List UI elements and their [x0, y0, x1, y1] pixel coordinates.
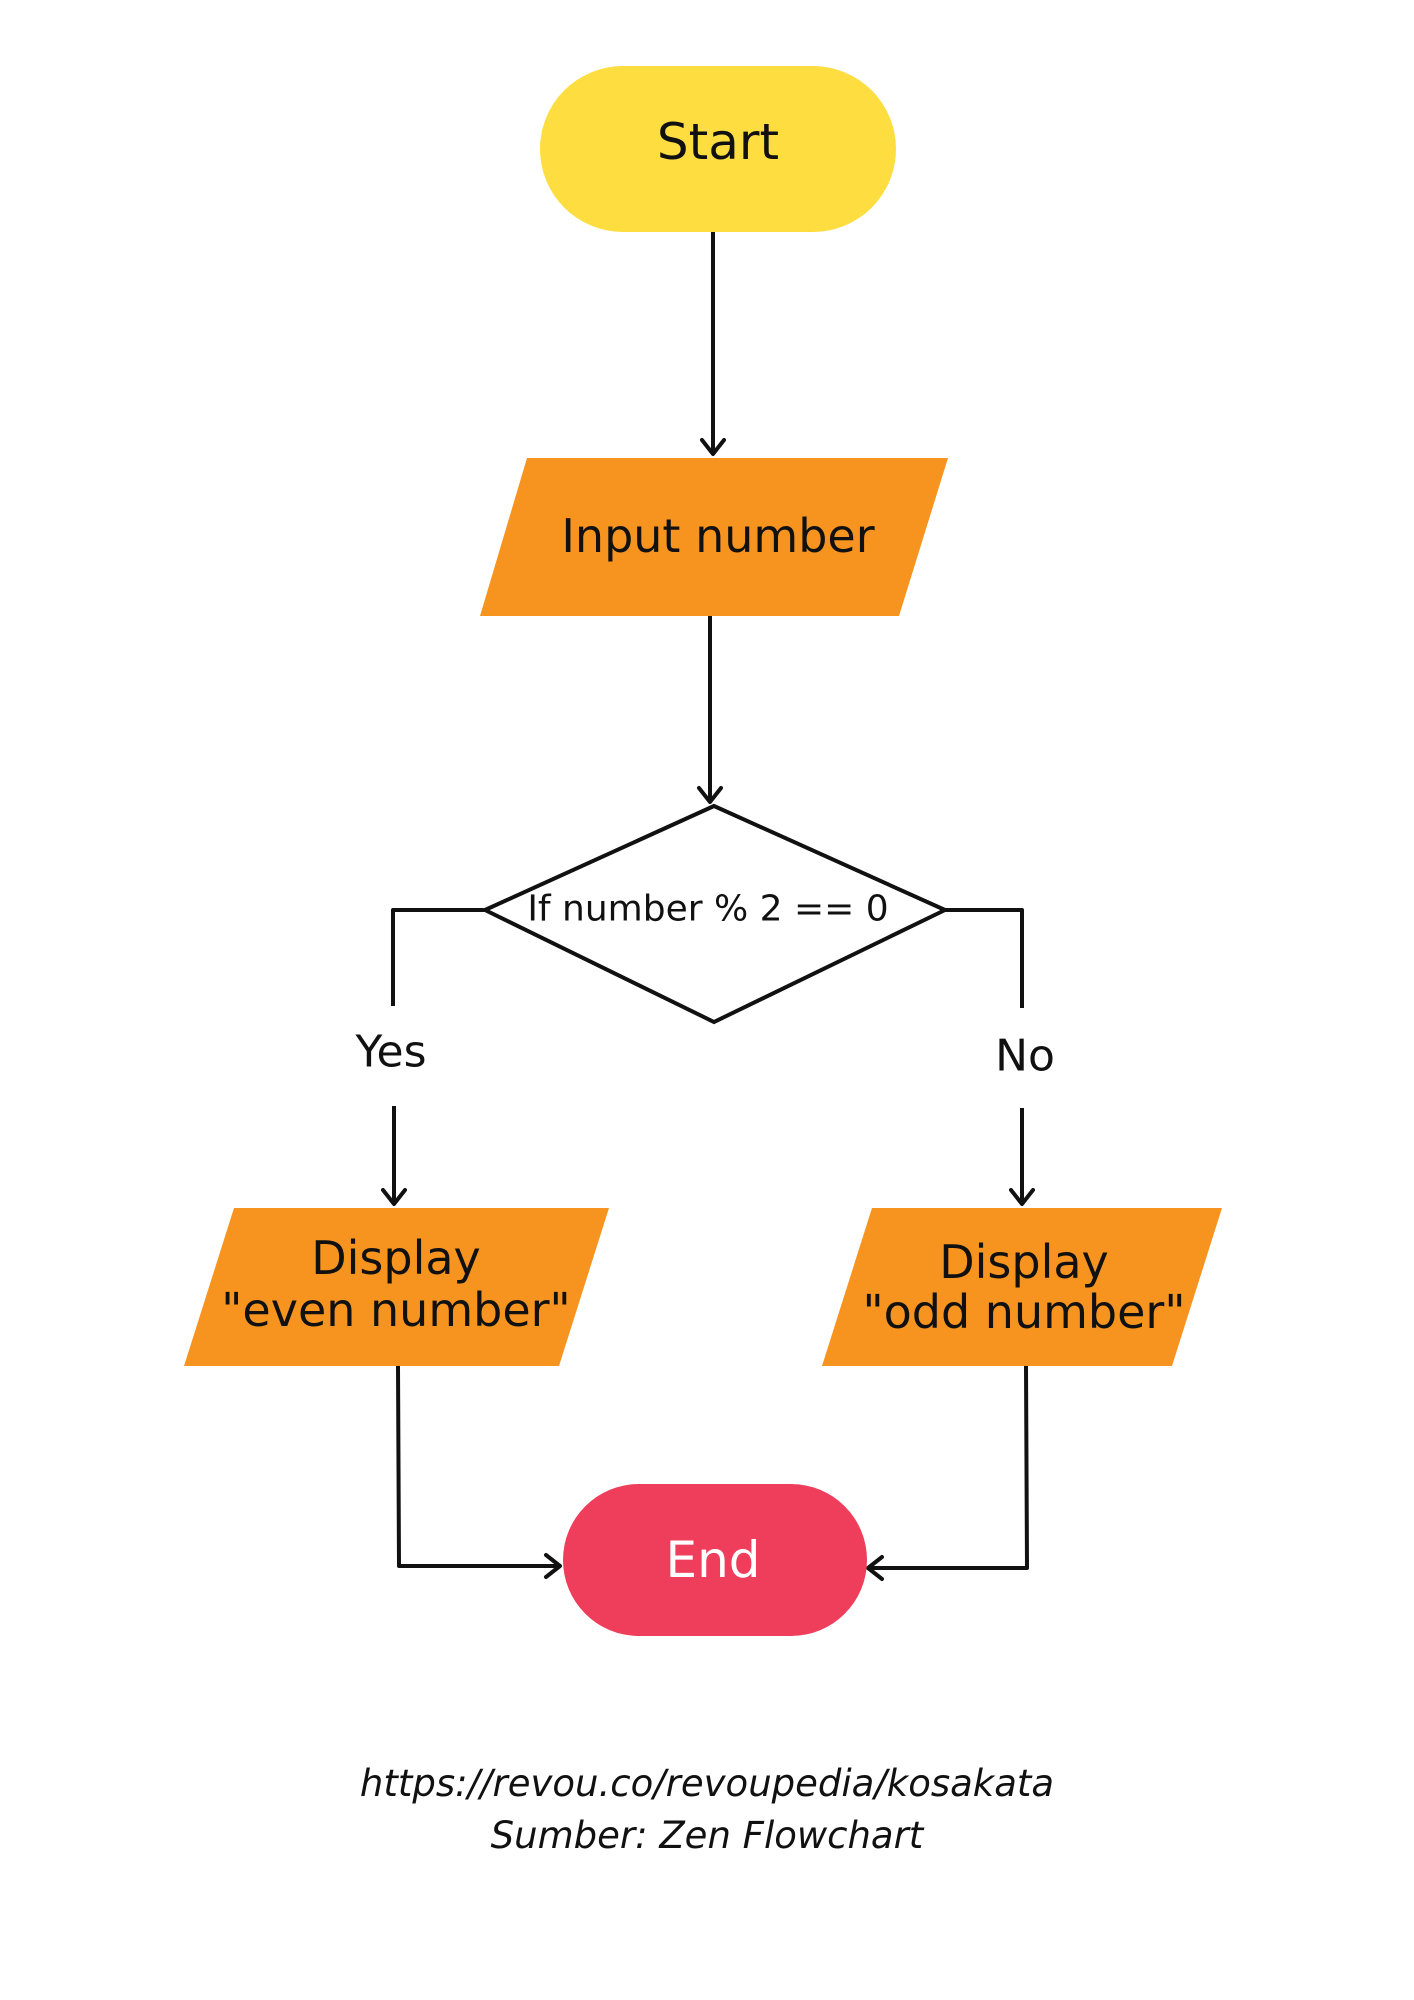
arrowhead-down — [697, 786, 723, 804]
edge-line-upper — [391, 908, 485, 1006]
input-shape — [480, 458, 948, 616]
odd-output-node: Display "odd number" — [822, 1208, 1222, 1366]
even-output-line1: Display — [311, 1231, 481, 1285]
even-output-shape — [184, 1208, 609, 1366]
arrowhead-left — [866, 1555, 884, 1581]
start-node: Start — [540, 66, 896, 232]
arrowhead-down — [381, 1188, 407, 1206]
edge-line — [870, 1365, 1029, 1570]
input-node: Input number — [480, 458, 948, 616]
decision-node: If number % 2 == 0 — [480, 803, 950, 1025]
arrowhead-right — [544, 1553, 562, 1579]
edge-decision-to-odd — [945, 908, 1035, 1206]
end-node: End — [563, 1484, 867, 1636]
odd-output-shape — [822, 1208, 1222, 1366]
edge-odd-to-end — [866, 1365, 1029, 1581]
edge-input-to-decision — [697, 616, 723, 804]
edge-line-upper — [945, 908, 1024, 1008]
arrowhead-down — [1009, 1188, 1035, 1206]
edge-even-to-end — [396, 1365, 562, 1579]
start-label: Start — [657, 113, 779, 171]
source-url: https://revou.co/revoupedia/kosakata — [359, 1762, 1055, 1805]
edge-start-to-input — [700, 232, 726, 456]
even-output-line2: "even number" — [221, 1283, 570, 1337]
decision-label: If number % 2 == 0 — [527, 889, 888, 930]
even-output-node: Display "even number" — [184, 1208, 609, 1366]
odd-output-line1: Display — [939, 1235, 1109, 1289]
end-shape — [563, 1484, 867, 1636]
edge-line — [396, 1365, 558, 1568]
source-credit: Sumber: Zen Flowchart — [490, 1814, 924, 1857]
input-label: Input number — [561, 509, 874, 563]
footer: https://revou.co/revoupedia/kosakata Sum… — [0, 1758, 1414, 1862]
branch-yes-label: Yes — [354, 1027, 426, 1078]
edge-decision-to-even — [381, 908, 485, 1206]
arrowhead-down — [700, 438, 726, 456]
branch-no-label: No — [995, 1031, 1055, 1082]
decision-shape — [480, 803, 950, 1025]
start-shape — [540, 66, 896, 232]
end-label: End — [665, 1531, 760, 1589]
odd-output-line2: "odd number" — [862, 1285, 1185, 1339]
